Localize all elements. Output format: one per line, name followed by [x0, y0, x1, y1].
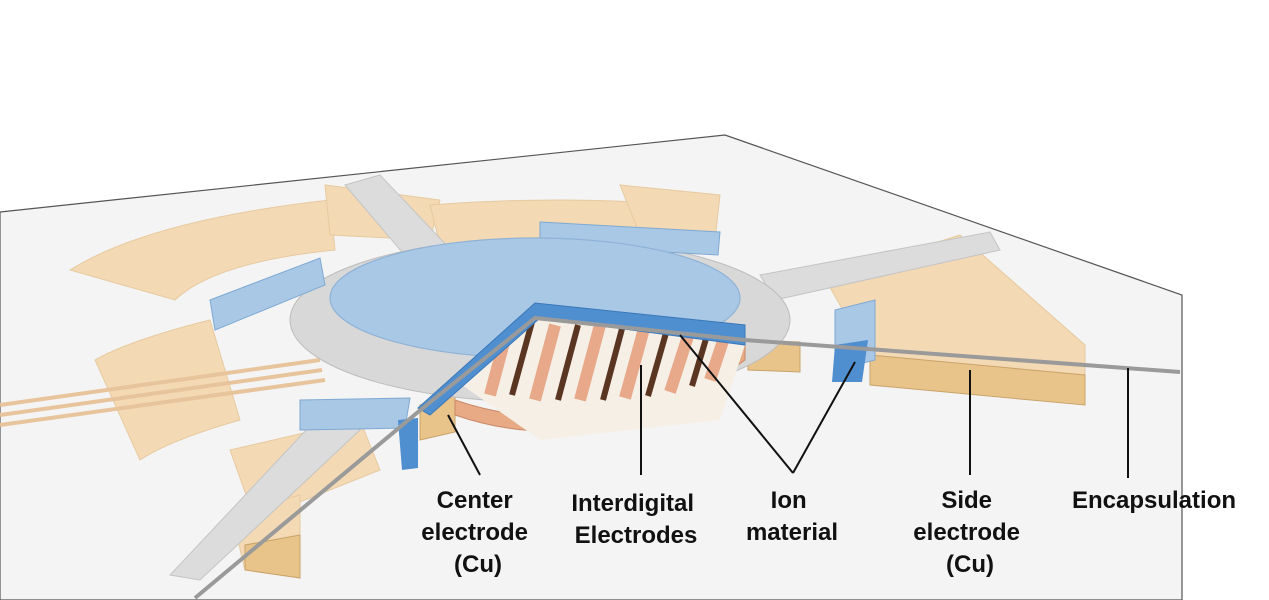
- label-encapsulation: Encapsulation: [1072, 487, 1236, 514]
- feed-lines: [0, 358, 326, 427]
- leader-ion-left: [679, 334, 794, 474]
- encapsulation-edge: [193, 315, 1181, 600]
- leader-lines: [447, 334, 1129, 478]
- label-ion-material: Ion material: [746, 487, 838, 546]
- ion-pad-sides: [398, 340, 868, 470]
- leader-center-electrode: [447, 414, 481, 476]
- label-side-electrode: Side electrode (Cu): [913, 487, 1026, 578]
- leader-ion-right: [792, 361, 856, 474]
- label-interdigital-electrodes: Interdigital Electrodes: [571, 490, 700, 549]
- label-center-electrode: Center electrode (Cu): [421, 487, 534, 578]
